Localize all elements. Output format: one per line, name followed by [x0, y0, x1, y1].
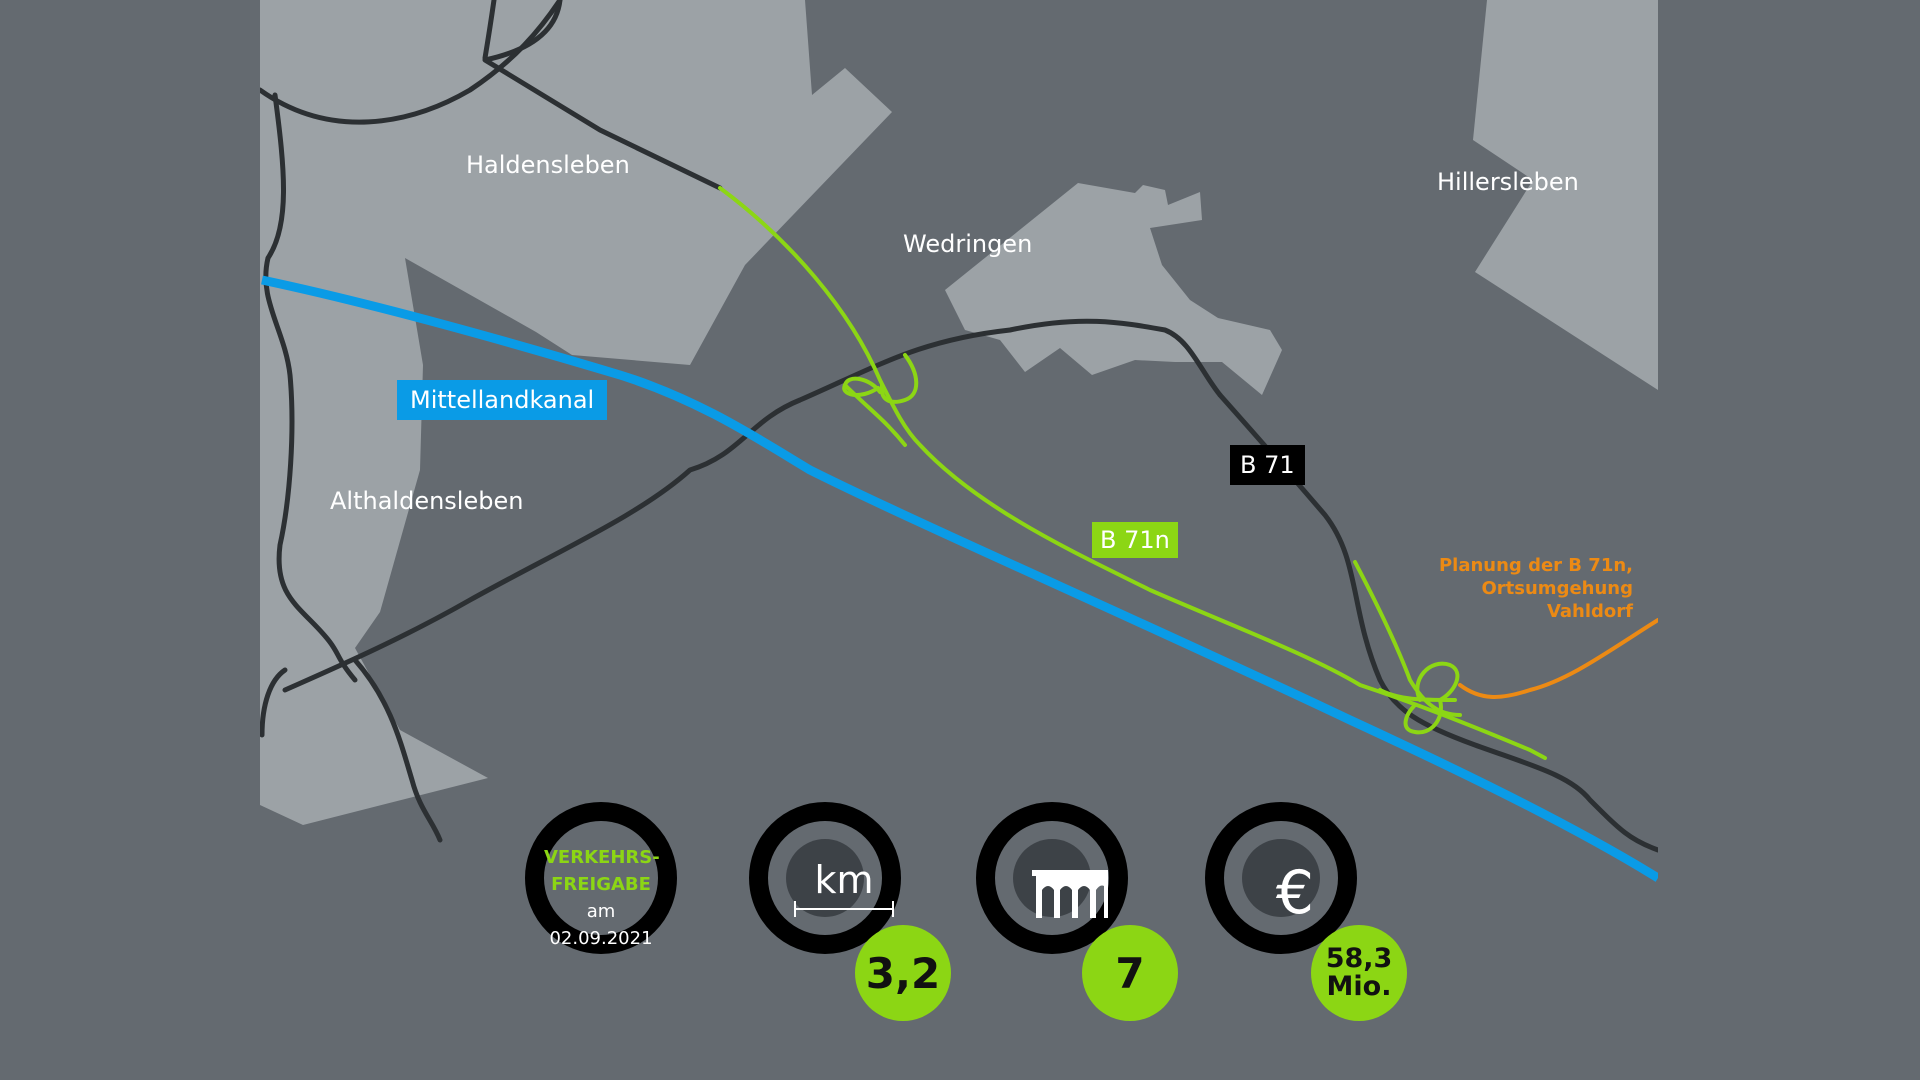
- label-hillersleben: Hillersleben: [1437, 168, 1579, 196]
- opening-date-circle: VERKEHRS- FREIGABE am 02.09.2021: [525, 802, 677, 954]
- length-value-badge: 3,2: [855, 925, 951, 1021]
- b71n-south-junction-loop-b: [1403, 698, 1443, 735]
- road-b71: [1217, 392, 1661, 853]
- haldensleben-area: [260, 0, 892, 825]
- cost-value-line-2: Mio.: [1326, 971, 1392, 1002]
- length-value: 3,2: [865, 948, 941, 998]
- ruler-km-icon: km: [792, 860, 896, 920]
- road-b71n: [718, 186, 1547, 760]
- bridges-value-badge: 7: [1082, 925, 1178, 1021]
- opening-date: 02.09.2021: [549, 928, 653, 949]
- euro-icon: €: [1275, 858, 1315, 928]
- cost-value-line-1: 58,3: [1325, 943, 1393, 974]
- canal-mittellandkanal: [261, 275, 1661, 882]
- planning-note-line-1: Planung der B 71n,: [1438, 555, 1633, 576]
- length-circle-inner: [786, 839, 864, 917]
- road-south: [352, 657, 443, 843]
- road-west-vertical: [263, 92, 358, 683]
- road-southwest: [259, 667, 288, 738]
- label-b71: B 71: [1230, 445, 1305, 485]
- bridges-value: 7: [1115, 948, 1145, 998]
- label-althaldensleben: Althaldensleben: [330, 487, 524, 515]
- planned-road-ortsumgehung: [1458, 618, 1660, 699]
- label-haldensleben: Haldensleben: [466, 151, 630, 179]
- bridge-icon: [1032, 870, 1108, 918]
- planning-note-line-3: Vahldorf: [1546, 601, 1633, 622]
- wedringen-area: [945, 183, 1282, 395]
- opening-label-line-3: am: [586, 901, 616, 922]
- road-loop-north: [482, 0, 497, 61]
- planning-note: Planung der B 71n, Ortsumgehung Vahldorf: [1439, 554, 1633, 623]
- planning-note-line-2: Ortsumgehung: [1481, 578, 1634, 599]
- label-mittellandkanal: Mittellandkanal: [397, 380, 608, 420]
- b71n-south-junction-loop-a: [1415, 661, 1460, 702]
- settlement-areas: [260, 0, 1658, 825]
- ruler-line: [794, 901, 894, 917]
- opening-label-line-1: VERKEHRS-: [544, 847, 660, 868]
- frame-left: [0, 0, 260, 1080]
- cost-circle-inner: [1242, 839, 1320, 917]
- road-crossing-canal: [282, 318, 1223, 693]
- b71n-north-junction-loop-b: [879, 353, 919, 404]
- road-haldensleben-north: [257, 0, 563, 125]
- b71n-north-junction-ramp: [843, 383, 907, 447]
- cost-circle: [1205, 802, 1357, 954]
- existing-roads: [257, 0, 1661, 853]
- cost-value-badge: 58,3 Mio.: [1311, 925, 1407, 1021]
- label-wedringen: Wedringen: [903, 230, 1033, 258]
- length-unit: km: [814, 858, 874, 902]
- hillersleben-area: [1473, 0, 1658, 390]
- label-b71n: B 71n: [1092, 522, 1178, 558]
- opening-date-text: VERKEHRS- FREIGABE am 02.09.2021: [544, 844, 660, 952]
- b71n-south-junction-ramp: [1378, 688, 1457, 702]
- opening-label-line-2: FREIGABE: [551, 874, 651, 895]
- frame-right: [1658, 0, 1920, 1080]
